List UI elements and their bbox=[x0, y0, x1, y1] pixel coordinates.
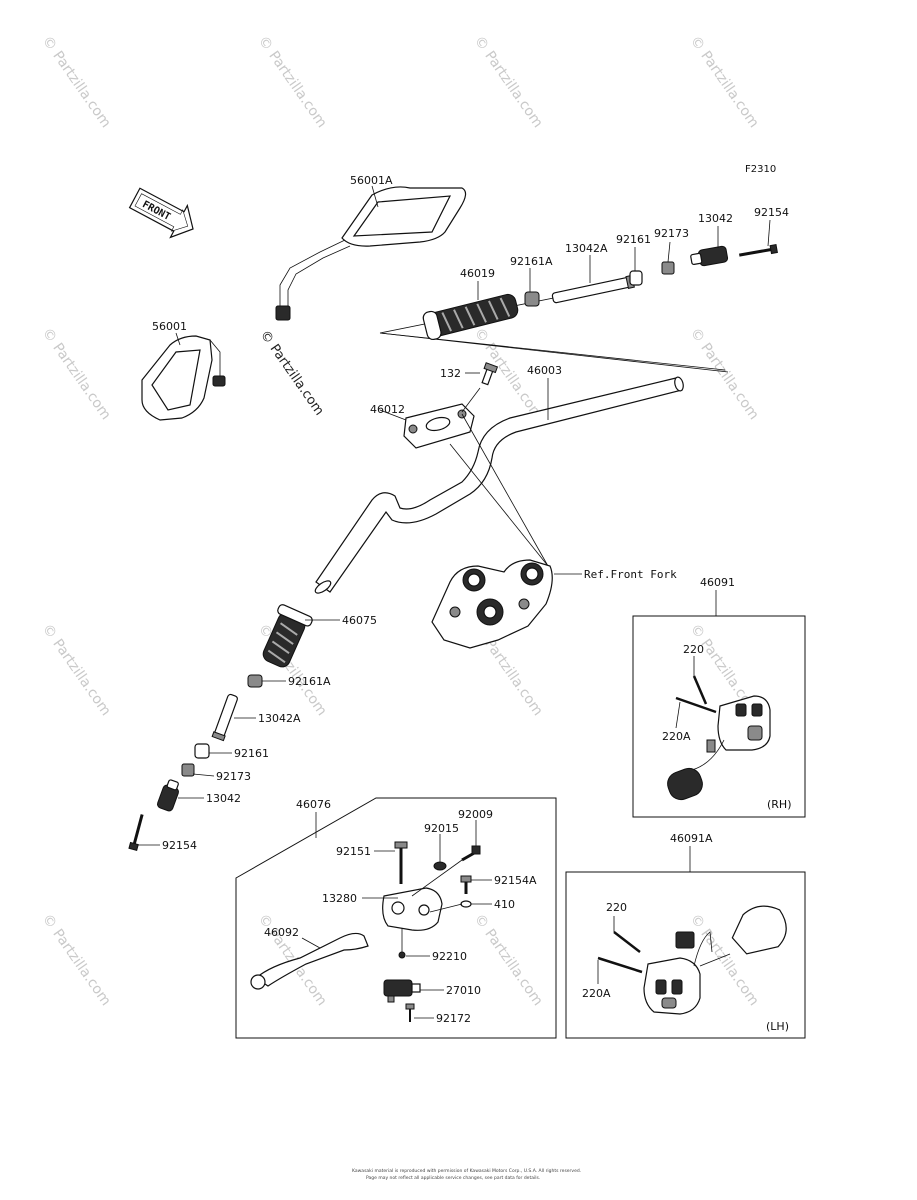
label-rod-right: 13042A bbox=[565, 242, 608, 255]
watermark: © Partzilla.com bbox=[471, 33, 546, 131]
label-92015: 92015 bbox=[424, 822, 459, 835]
label-bolt-right: 92154 bbox=[754, 206, 789, 219]
triple-clamp bbox=[431, 559, 582, 649]
label-13280: 13280 bbox=[322, 892, 357, 905]
label-46092: 46092 bbox=[264, 926, 299, 939]
handlebar bbox=[314, 376, 684, 594]
lever-box bbox=[235, 797, 557, 1039]
label-lh-220a: 220A bbox=[582, 987, 611, 1000]
label-rh-220a: 220A bbox=[662, 730, 691, 743]
ref-front-fork: Ref.Front Fork bbox=[584, 568, 677, 581]
label-spacer-left: 92161 bbox=[234, 747, 269, 760]
label-92009: 92009 bbox=[458, 808, 493, 821]
mirror-right bbox=[275, 185, 467, 321]
watermark: © Partzilla.com bbox=[471, 911, 546, 1009]
watermark: © Partzilla.com bbox=[39, 325, 114, 423]
label-clip-left: 92173 bbox=[216, 770, 251, 783]
label-weight-right: 13042 bbox=[698, 212, 733, 225]
handlebar-holder bbox=[379, 362, 549, 567]
label-92154a: 92154A bbox=[494, 874, 537, 887]
label-handlebar: 46003 bbox=[527, 364, 562, 377]
left-grip-assembly bbox=[128, 604, 340, 851]
label-rh-part: 46091 bbox=[700, 576, 735, 589]
label-lh-tag: (LH) bbox=[766, 1020, 789, 1033]
label-lh-part: 46091A bbox=[670, 832, 713, 845]
label-grip-right: 46019 bbox=[460, 267, 495, 280]
label-rod-left: 13042A bbox=[258, 712, 301, 725]
label-92172: 92172 bbox=[436, 1012, 471, 1025]
label-mirror-right: 56001A bbox=[350, 174, 393, 187]
lh-switch-box bbox=[565, 846, 806, 1039]
label-bolt-left: 92154 bbox=[162, 839, 197, 852]
label-lever-part: 46076 bbox=[296, 798, 331, 811]
label-clip-right: 92173 bbox=[654, 227, 689, 240]
front-arrow-icon: FRONT bbox=[128, 187, 194, 239]
label-bolt-132: 132 bbox=[440, 367, 461, 380]
label-92151: 92151 bbox=[336, 845, 371, 858]
watermark: © Partzilla.com bbox=[39, 911, 114, 1009]
label-410: 410 bbox=[494, 898, 515, 911]
watermark-main: © Partzilla.com bbox=[257, 328, 327, 419]
watermark: © Partzilla.com bbox=[687, 325, 762, 423]
label-27010: 27010 bbox=[446, 984, 481, 997]
label-lh-220: 220 bbox=[606, 901, 627, 914]
label-grip-left: 46075 bbox=[342, 614, 377, 627]
label-weight-left: 13042 bbox=[206, 792, 241, 805]
right-grip-assembly bbox=[379, 219, 778, 373]
label-nut-right: 92161A bbox=[510, 255, 553, 268]
rh-switch-box bbox=[632, 590, 806, 818]
label-rh-tag: (RH) bbox=[767, 798, 792, 811]
label-holder: 46012 bbox=[370, 403, 405, 416]
watermark: © Partzilla.com bbox=[39, 621, 114, 719]
label-spacer-right: 92161 bbox=[616, 233, 651, 246]
watermark: © Partzilla.com bbox=[255, 33, 330, 131]
footer-line-1: Kawasaki material is reproduced with per… bbox=[352, 1168, 581, 1174]
mirror-left bbox=[141, 332, 226, 421]
footer-line-2: Page may not reflect all applicable serv… bbox=[366, 1175, 540, 1181]
watermark: © Partzilla.com bbox=[39, 33, 114, 131]
label-rh-220: 220 bbox=[683, 643, 704, 656]
watermark: © Partzilla.com bbox=[687, 33, 762, 131]
diagram-code: F2310 bbox=[745, 164, 776, 175]
label-nut-left: 92161A bbox=[288, 675, 331, 688]
label-92210: 92210 bbox=[432, 950, 467, 963]
label-mirror-left: 56001 bbox=[152, 320, 187, 333]
